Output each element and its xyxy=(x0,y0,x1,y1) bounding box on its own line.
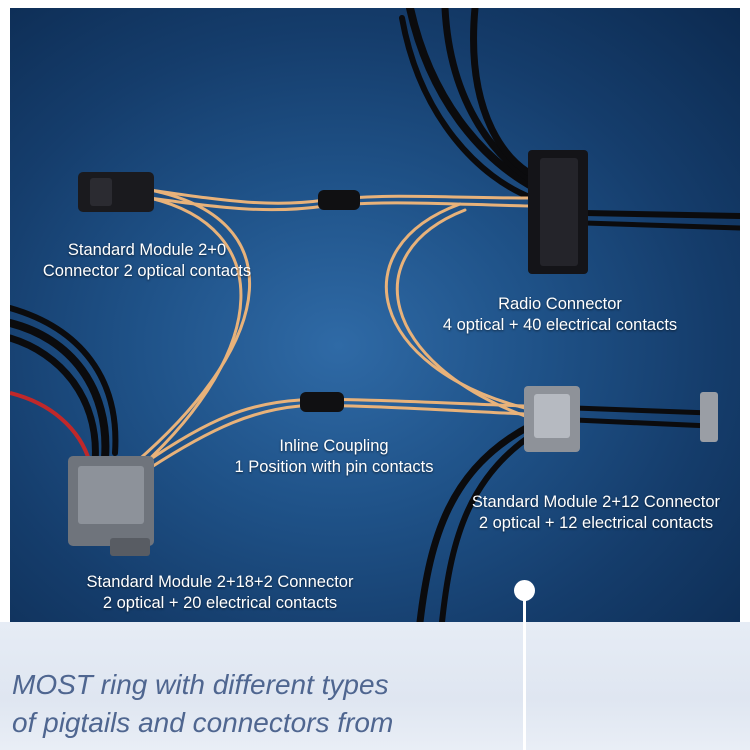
connectors xyxy=(68,150,718,556)
label-standard-module-2-0-line2: Connector 2 optical contacts xyxy=(42,262,252,280)
label-standard-module-2-18-2-line1: Standard Module 2+18+2 Connector xyxy=(86,573,354,591)
connector-2-12-face xyxy=(534,394,570,438)
connector-2-18-2-latch xyxy=(110,538,150,556)
label-radio-connector-line1: Radio Connector xyxy=(498,295,622,313)
pointer-dot xyxy=(514,580,535,601)
connector-2-0-latch xyxy=(90,178,112,206)
label-inline-coupling: Inline Coupling 1 Position with pin cont… xyxy=(200,436,468,478)
label-standard-module-2-12-line2: 2 optical + 12 electrical contacts xyxy=(478,514,714,532)
label-standard-module-2-0-line1: Standard Module 2+0 xyxy=(67,241,227,259)
connector-photo: Standard Module 2+0 Connector 2 optical … xyxy=(10,8,740,622)
radio-connector-face xyxy=(540,158,578,266)
inline-coupling-bottom xyxy=(300,392,344,412)
caption-line1: MOST ring with different types xyxy=(12,669,389,700)
label-radio-connector-line2: 4 optical + 40 electrical contacts xyxy=(442,316,678,334)
label-standard-module-2-12-line1: Standard Module 2+12 Connector xyxy=(471,493,721,511)
label-inline-coupling-line1: Inline Coupling xyxy=(279,437,389,455)
label-standard-module-2-18-2: Standard Module 2+18+2 Connector 2 optic… xyxy=(50,572,390,614)
caption-line2: of pigtails and connectors from xyxy=(12,707,394,738)
black-cables xyxy=(10,8,740,622)
connector-2-0-body xyxy=(78,172,154,212)
optical-fibers xyxy=(133,188,532,470)
label-standard-module-2-12: Standard Module 2+12 Connector 2 optical… xyxy=(446,492,740,534)
inline-coupling-top xyxy=(318,190,360,210)
label-radio-connector: Radio Connector 4 optical + 40 electrica… xyxy=(400,294,720,336)
caption-text: MOST ring with different types of pigtai… xyxy=(12,666,532,742)
label-standard-module-2-18-2-line2: 2 optical + 20 electrical contacts xyxy=(102,594,338,612)
label-inline-coupling-line2: 1 Position with pin contacts xyxy=(234,458,434,476)
caption-area: MOST ring with different types of pigtai… xyxy=(0,622,750,750)
red-wire xyxy=(10,391,92,464)
cable-illustration xyxy=(10,8,740,622)
pointer-line xyxy=(523,598,526,750)
connector-2-12-end xyxy=(700,392,718,442)
connector-2-18-2-face xyxy=(78,466,144,524)
label-standard-module-2-0: Standard Module 2+0 Connector 2 optical … xyxy=(16,240,278,282)
